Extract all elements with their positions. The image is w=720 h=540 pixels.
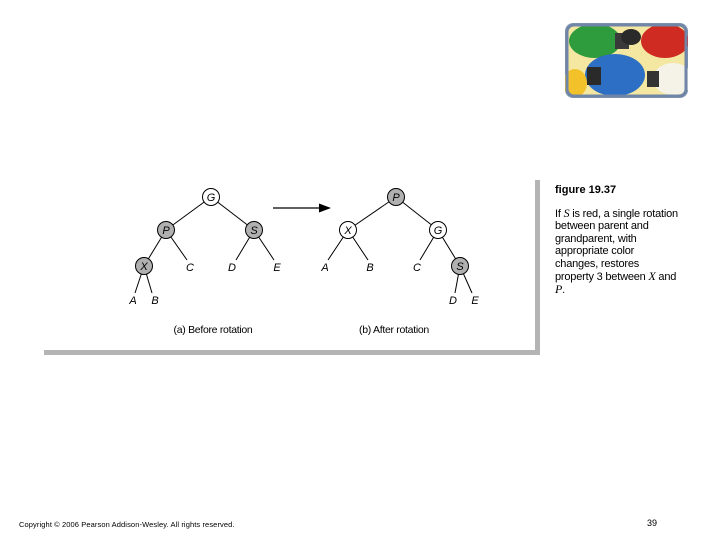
figure-caption: figure 19.37 If S is red, a single rotat…	[555, 184, 680, 297]
description-var-x: X	[648, 269, 656, 284]
description-text: .	[562, 284, 565, 297]
node-p: P	[157, 221, 175, 239]
leaf-b: B	[151, 295, 158, 307]
node-p: P	[387, 188, 405, 206]
description-text: is red, a single rotation between parent…	[555, 208, 678, 284]
after-rotation-caption: (b) After rotation	[359, 324, 429, 336]
node-s-label: S	[456, 261, 464, 273]
rotation-arrow-icon	[273, 203, 331, 213]
leaf-e: E	[273, 262, 281, 274]
description-var-p: P	[555, 282, 563, 297]
copyright-notice: Copyright © 2006 Pearson Addison-Wesley.…	[19, 520, 235, 529]
leaf-d: D	[449, 295, 457, 307]
leaf-b: B	[366, 262, 373, 274]
leaf-c: C	[413, 262, 421, 274]
node-s: S	[245, 221, 263, 239]
after-rotation-tree: P X G S A B C D E (b) After rotation	[320, 188, 479, 336]
leaf-a: A	[128, 295, 136, 307]
leaf-a: A	[320, 262, 328, 274]
figure-panel: G P S X C D E A B (a) Before rotation	[44, 180, 540, 355]
leaf-c: C	[186, 262, 194, 274]
figure-title: figure 19.37	[555, 184, 617, 196]
node-g-label: G	[207, 192, 216, 204]
red-black-rotation-diagram: G P S X C D E A B (a) Before rotation	[128, 188, 479, 336]
description-var-s: S	[563, 206, 570, 220]
leaf-d: D	[228, 262, 236, 274]
light-bulbs-logo-icon	[565, 23, 688, 98]
node-g: G	[429, 221, 447, 239]
node-x-label: X	[343, 225, 352, 237]
figure-description: If S is red, a single rotation between p…	[555, 207, 680, 297]
description-text: If	[555, 208, 564, 220]
page-number: 39	[647, 518, 658, 528]
node-x: X	[135, 257, 153, 275]
node-x: X	[339, 221, 357, 239]
node-s-label: S	[250, 225, 258, 237]
node-g-label: G	[434, 225, 443, 237]
leaf-e: E	[471, 295, 479, 307]
node-p-label: P	[162, 225, 170, 237]
description-text: and	[655, 271, 677, 284]
before-rotation-tree: G P S X C D E A B (a) Before rotation	[128, 188, 281, 336]
node-s: S	[451, 257, 469, 275]
node-g: G	[202, 188, 220, 206]
node-x-label: X	[139, 261, 148, 273]
before-rotation-caption: (a) Before rotation	[174, 324, 253, 336]
node-p-label: P	[392, 192, 400, 204]
